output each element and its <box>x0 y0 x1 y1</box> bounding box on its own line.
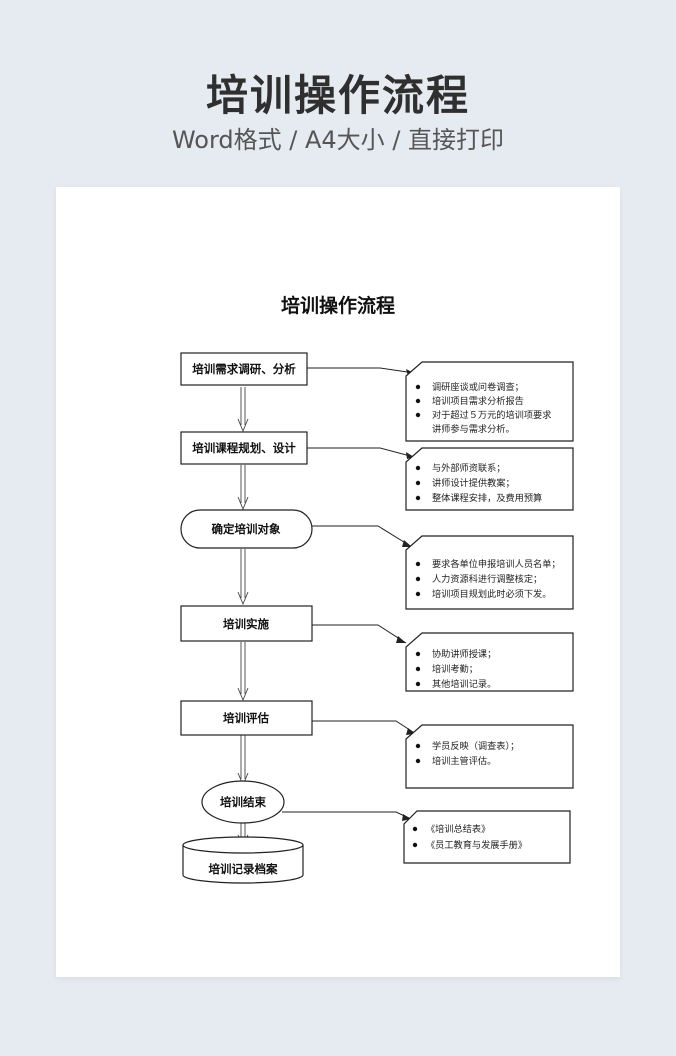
note-line: 调研座谈或问卷调查； <box>432 381 524 393</box>
step-label: 培训记录档案 <box>209 862 278 876</box>
step-label: 培训课程规划、设计 <box>192 441 296 455</box>
bullet-icon <box>415 651 421 657</box>
note-boxes: 调研座谈或问卷调查； 培训项目需求分析报告 对于超过５万元的培训项要求 讲师参与… <box>403 361 574 864</box>
step-shapes <box>180 352 313 884</box>
step-label: 培训需求调研、分析 <box>192 362 296 376</box>
document-page: 培训操作流程 <box>56 187 620 977</box>
note-box: 《培训总结表》 《员工教育与发展手册》 <box>403 810 571 864</box>
note-line: 学员反映（调查表）； <box>432 740 519 752</box>
step-box <box>180 352 308 386</box>
document-title: 培训操作流程 <box>280 295 395 317</box>
note-connectors <box>282 367 417 821</box>
note-line: 人力资源科进行调整核定； <box>432 573 542 585</box>
note-line: 其他培训记录。 <box>432 678 496 690</box>
note-line: 与外部师资联系； <box>432 462 506 474</box>
bullet-icon <box>412 842 418 848</box>
step-label: 培训结束 <box>220 795 266 809</box>
flow-arrow <box>237 642 249 702</box>
step-label: 培训评估 <box>223 711 269 725</box>
banner-title: 培训操作流程 <box>205 71 470 120</box>
bullet-icon <box>415 398 421 404</box>
bullet-icon <box>415 666 421 672</box>
note-line: 《培训总结表》 <box>426 823 490 835</box>
bullet-icon <box>415 743 421 749</box>
step-label: 培训实施 <box>223 617 269 631</box>
note-line: 对于超过５万元的培训项要求 <box>432 409 551 421</box>
flow-arrow <box>237 465 249 511</box>
bullet-icon <box>415 495 421 501</box>
note-line: 培训项目规划此时必须下发。 <box>432 588 551 600</box>
step-box <box>182 836 304 884</box>
step-label: 确定培训对象 <box>212 522 281 536</box>
bullet-icon <box>415 576 421 582</box>
note-line: 要求各单位申报培训人员名单； <box>432 558 561 570</box>
step-box <box>201 780 285 824</box>
note-box: 学员反映（调查表）； 培训主管评估。 <box>405 724 574 789</box>
flowchart: 培训需求调研、分析 培训课程规划、设计 确定培训对象 培训实施 培训评估 培训结… <box>180 352 574 884</box>
banner-subtitle: Word格式 / A4大小 / 直接打印 <box>171 126 505 154</box>
note-line: 培训项目需求分析报告 <box>432 395 524 407</box>
bullet-icon <box>415 758 421 764</box>
step-box <box>180 700 313 736</box>
flow-arrow <box>237 549 249 606</box>
note-line: 整体课程安排，及费用预算 <box>432 492 542 504</box>
bullet-icon <box>415 412 421 418</box>
note-line: 协助讲师授课； <box>432 648 496 660</box>
step-labels: 培训需求调研、分析 培训课程规划、设计 确定培训对象 培训实施 培训评估 培训结… <box>192 362 296 876</box>
note-box: 协助讲师授课； 培训考勤； 其他培训记录。 <box>405 632 574 692</box>
note-line: 培训考勤； <box>432 663 478 675</box>
bullet-icon <box>415 591 421 597</box>
step-box <box>180 431 308 465</box>
note-line: 培训主管评估。 <box>432 755 496 767</box>
bullet-icon <box>415 480 421 486</box>
bullet-icon <box>415 681 421 687</box>
note-box: 与外部师资联系； 讲师设计提供教案； 整体课程安排，及费用预算 <box>405 447 574 511</box>
step-box <box>180 509 313 549</box>
note-box: 要求各单位申报培训人员名单； 人力资源科进行调整核定； 培训项目规划此时必须下发… <box>405 535 574 610</box>
bullet-icon <box>415 384 421 390</box>
bullet-icon <box>412 826 418 832</box>
note-line: 讲师参与需求分析。 <box>432 423 515 435</box>
bullet-icon <box>415 465 421 471</box>
note-line: 《员工教育与发展手册》 <box>426 839 527 851</box>
note-line: 讲师设计提供教案； <box>432 477 515 489</box>
flow-arrow <box>237 387 249 433</box>
bullet-icon <box>415 561 421 567</box>
note-box: 调研座谈或问卷调查； 培训项目需求分析报告 对于超过５万元的培训项要求 讲师参与… <box>405 361 574 442</box>
step-box <box>180 605 313 642</box>
flow-arrow <box>237 735 249 787</box>
